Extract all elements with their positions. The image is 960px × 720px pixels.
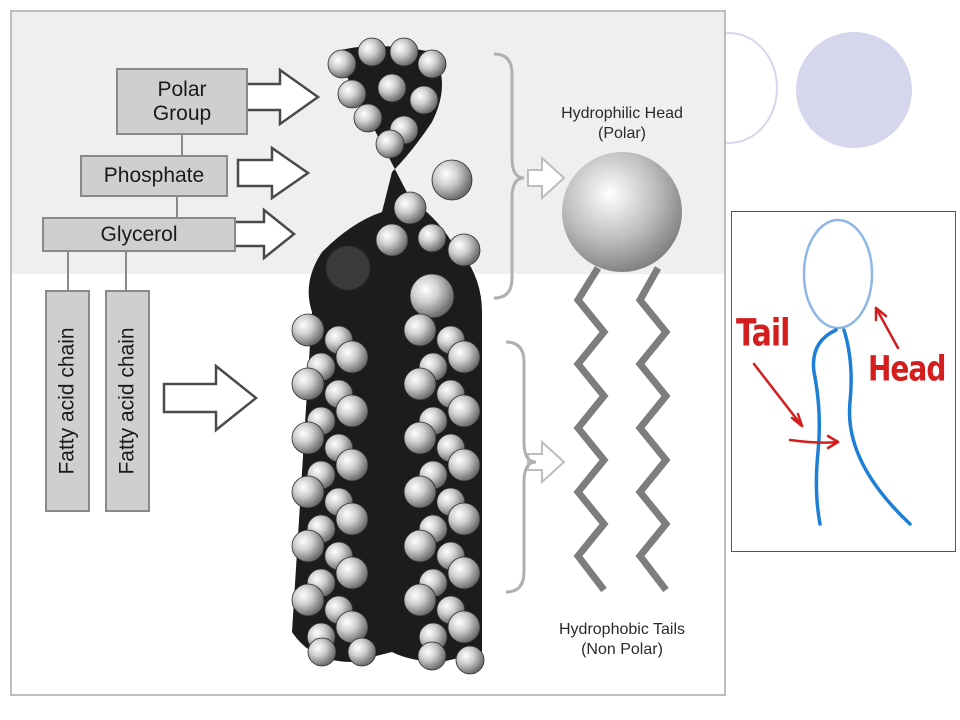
atom xyxy=(447,340,481,374)
atom xyxy=(409,273,455,319)
atom xyxy=(291,529,325,563)
sketch-tail-right xyxy=(842,328,912,526)
atom xyxy=(357,37,387,67)
arrow-glycerol xyxy=(232,207,297,261)
atom xyxy=(447,610,481,644)
sketch-annotation-arrows xyxy=(752,306,900,450)
hydrophilic-head-sphere xyxy=(562,152,682,272)
atom xyxy=(335,502,369,536)
atom xyxy=(403,313,437,347)
atom xyxy=(291,313,325,347)
arrow-to-head xyxy=(527,155,566,201)
hydrophilic-head-label: Hydrophilic Head (Polar) xyxy=(561,105,683,142)
atom xyxy=(291,421,325,455)
atom xyxy=(325,245,371,291)
phospholipid-sketch-inset: Tail Head xyxy=(731,211,956,552)
atom xyxy=(431,159,473,201)
atom xyxy=(409,85,439,115)
phospholipid-drawing xyxy=(67,37,682,675)
atom xyxy=(447,448,481,482)
atom xyxy=(403,367,437,401)
atom xyxy=(447,556,481,590)
atom xyxy=(291,583,325,617)
atom xyxy=(327,49,357,79)
brace-head xyxy=(493,52,525,300)
atom xyxy=(347,637,377,667)
atom xyxy=(455,645,485,675)
atom xyxy=(291,367,325,401)
connector-lines xyxy=(67,135,183,290)
arrow-polar-group xyxy=(236,67,321,127)
atom xyxy=(307,637,337,667)
glycerol-text: Glycerol xyxy=(100,222,178,246)
atom xyxy=(417,641,447,671)
atom xyxy=(335,340,369,374)
sketch-head-outline xyxy=(802,218,874,330)
atom xyxy=(377,73,407,103)
hydrophobic-tails-label: Hydrophobic Tails (Non Polar) xyxy=(559,621,685,658)
arrow-phosphate xyxy=(236,145,311,201)
brace-tails xyxy=(505,340,537,594)
arrow-fatty-chains xyxy=(162,363,259,433)
polar-group-label: Polar Group xyxy=(116,68,248,135)
atom xyxy=(447,394,481,428)
hydrophobic-tail-right xyxy=(635,266,671,593)
atom xyxy=(403,421,437,455)
atom xyxy=(335,394,369,428)
atom xyxy=(417,223,447,253)
sketch-head-label: Head xyxy=(868,347,946,390)
phospholipid-figure: Polar Group Phosphate Glycerol Fatty aci… xyxy=(10,10,726,696)
polar-group-text: Polar Group xyxy=(152,77,212,125)
fatty-acid-chain-label-1: Fatty acid chain xyxy=(45,290,90,512)
sketch-tail-label: Tail xyxy=(736,311,790,356)
hydrophobic-tail-left xyxy=(573,266,609,593)
sketch-drawing xyxy=(752,218,912,526)
atom xyxy=(447,233,481,267)
braces xyxy=(493,52,537,594)
atom xyxy=(403,529,437,563)
fatty-acid-chain-label-2: Fatty acid chain xyxy=(105,290,150,512)
arrow-to-tails xyxy=(527,439,566,485)
decorative-disc xyxy=(796,32,912,148)
atom xyxy=(417,49,447,79)
space-filling-molecule xyxy=(291,37,485,675)
atom xyxy=(291,475,325,509)
atom xyxy=(389,37,419,67)
phosphate-label: Phosphate xyxy=(80,155,228,197)
atom xyxy=(335,448,369,482)
atom xyxy=(403,583,437,617)
fatty-acid-chain-text-2: Fatty acid chain xyxy=(115,327,139,475)
atom xyxy=(353,103,383,133)
atom xyxy=(375,223,409,257)
fatty-acid-chain-text-1: Fatty acid chain xyxy=(55,327,79,475)
atom xyxy=(403,475,437,509)
phosphate-text: Phosphate xyxy=(103,164,205,187)
atom xyxy=(393,191,427,225)
atom xyxy=(335,556,369,590)
glycerol-label: Glycerol xyxy=(42,217,236,252)
sketch-tail-left xyxy=(811,328,838,526)
simplified-model xyxy=(562,152,682,593)
atom xyxy=(337,79,367,109)
atom xyxy=(375,129,405,159)
atom xyxy=(447,502,481,536)
